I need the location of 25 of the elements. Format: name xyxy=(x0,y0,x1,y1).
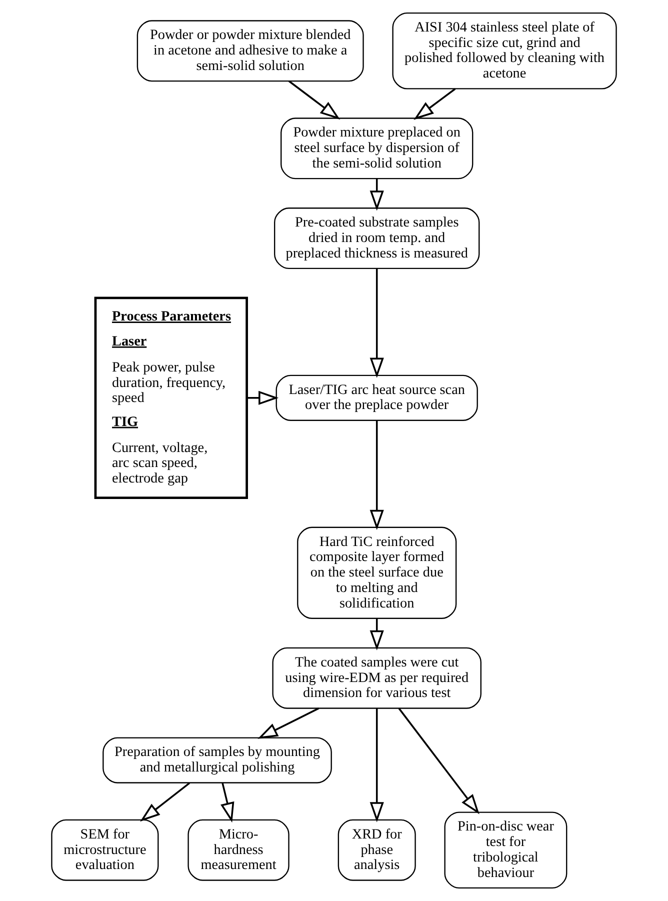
arrow xyxy=(398,708,480,814)
node-box: Process Parameters Laser Peak power, pulse duration, frequency, speed TIG Current, voltage, arc scan speed, electrode gap xyxy=(94,296,248,499)
arrow xyxy=(370,618,384,650)
node-box: SEM for microstructure evaluation xyxy=(51,819,159,881)
node-box: XRD for phase analysis xyxy=(338,819,416,881)
arrow xyxy=(258,708,320,739)
arrow xyxy=(220,782,234,823)
node-box: Pin-on-disc wear test for tribological behaviour xyxy=(444,812,568,889)
arrow xyxy=(288,80,340,120)
node-box: Pre-coated substrate samples dried in room temp. and preplaced thickness is measured xyxy=(274,208,480,270)
arrow xyxy=(370,268,384,378)
node-box: Laser/TIG arc heat source scan over the preplace powder xyxy=(276,374,478,421)
node-box: AISI 304 stainless steel plate of specific size cut, grind and polished followed by cleaning with acetone xyxy=(392,12,617,90)
arrow xyxy=(414,88,456,120)
node-box: Hard TiC reinforced composite layer formed on the steel surface due to melting and solidification xyxy=(297,526,457,619)
node-box: The coated samples were cut using wire-EDM as per required dimension for various test xyxy=(272,647,482,709)
node-box: Powder mixture preplaced on steel surface by dispersion of the semi-solid solution xyxy=(280,118,474,180)
arrow xyxy=(370,420,384,530)
node-box: Powder or powder mixture blended in acetone and adhesive to make a semi-solid solution xyxy=(136,20,364,82)
arrow xyxy=(140,782,190,822)
arrow xyxy=(247,390,279,405)
arrow xyxy=(370,178,384,211)
node-box: Micro-hardness measurement xyxy=(188,819,290,881)
node-box: Preparation of samples by mounting and metallurgical polishing xyxy=(102,737,332,784)
arrow xyxy=(370,708,384,822)
